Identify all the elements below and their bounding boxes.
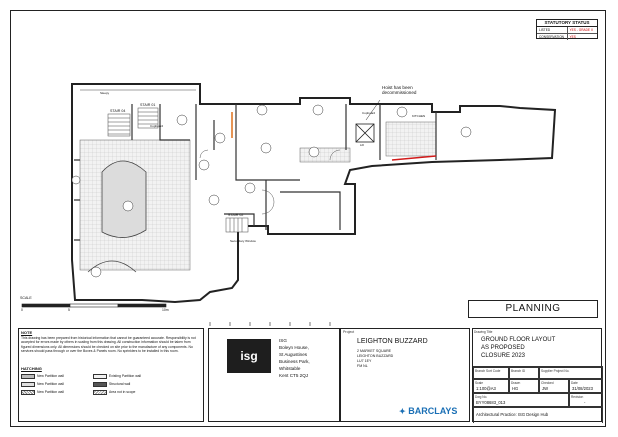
title-block: Drawing Title GROUND FLOOR LAYOUT AS PRO… [472,328,603,423]
planning-stamp: PLANNING [468,300,598,318]
legend-label-0: New Partition wall [37,374,64,378]
legend-swatch-4 [93,382,107,387]
label-stair-02: STAIR 02 [228,213,244,217]
hoist-note: Hoist has been decommissioned [382,85,417,95]
scale-tick-5: 5 [68,308,70,312]
architectural-practice: Architectural Practice: ISG Design Hub [476,412,549,417]
project-name: LEIGHTON BUZZARD [357,338,428,345]
contractor-address-2: St Augustines [279,352,308,357]
branch-id-cell: Branch ID [509,367,539,379]
legend-label-4: Structural wall [109,382,131,386]
eagle-icon: ✦ [399,407,406,416]
statutory-status-box: STATUTORY STATUS LISTED YES - GRADE II C… [536,19,598,40]
label-kitchen: KITCHEN [412,114,426,118]
statutory-row-listed: LISTED YES - GRADE II [537,27,597,34]
barclays-logo-text: BARCLAYS [408,406,458,416]
contractor-box: isg ISG Boleyn House, St Augustines Busi… [208,328,340,422]
project-address-1: 2 MARKET SQUARE [357,349,392,353]
label-lift: Lift [360,143,365,147]
scale-cell: Scale 1:100@A3 [473,379,509,393]
label-stair-04: STAIR 04 [110,109,126,113]
legend-swatch-5 [93,390,107,395]
contractor-address-3: Business Park, [279,359,310,364]
hatch-area-strip [299,147,351,163]
architectural-practice-cell: Architectural Practice: ISG Design Hub [473,407,603,423]
internal-walls [74,104,437,241]
revision-cell: Revision - [569,393,603,407]
legend-label-2: New Partition wall [37,390,64,394]
frame-ticks [209,322,331,326]
scale-bar-graphic [21,303,167,308]
scale-tick-0: 0 [21,308,23,312]
drawn-cell: Drawn HG [509,379,539,393]
legend-label-1: New Partition wall [37,382,64,386]
notes-title: NOTE [21,330,33,335]
checked-cell: Checked JW [539,379,569,393]
drawing-title-cell: Drawing Title GROUND FLOOR LAYOUT AS PRO… [473,329,603,367]
notes-box: NOTE This drawing has been prepared from… [18,328,204,422]
drawing-title-line-1: GROUND FLOOR LAYOUT [481,337,556,343]
dwg-no-cell: Dwg No. BYY08683_013 [473,393,569,407]
isg-logo: isg [227,339,271,373]
statutory-row-conservation: CONSERVATION YES [537,34,597,40]
date-cell: Date 31/08/2023 [569,379,603,393]
lift [355,123,375,143]
label-secondary-window: Secondary Window [230,239,256,243]
project-address-2: LEIGHTON BUZZARD [357,354,394,358]
statutory-status-title: STATUTORY STATUS [537,20,597,27]
contractor-name: ISG [279,338,287,343]
label-stair-01: STAIR 01 [140,103,156,107]
hatching-title: HATCHING [21,366,42,371]
drawing-frame [10,10,606,427]
legend-swatch-2 [21,390,35,395]
legend-swatch-3 [93,374,107,379]
legend-label-3: Existing Partition wall [109,374,142,378]
stair-04 [107,113,131,137]
legend-swatch-0 [21,374,35,379]
label-cupboard-1: Cupboard [150,124,164,128]
branch-sort-code-cell: Branch Sort Code [473,367,509,379]
room-tags [71,104,472,278]
drawing-title-line-2: AS PROPOSED [481,345,525,351]
legend-label-5: Area not in scope [109,390,136,394]
project-address-4: FM NL [357,364,368,368]
label-sleepy: Sleepy [100,91,110,95]
stair-02 [225,217,249,233]
project-address-3: LU7 1EY [357,359,372,363]
drawing-title-line-3: CLOSURE 2023 [481,353,526,359]
label-cupboard-2: Cupboard [362,111,376,115]
contractor-address-1: Boleyn House, [279,345,309,350]
door-swings [199,149,341,215]
project-box: Project LEIGHTON BUZZARD 2 MARKET SQUARE… [340,328,470,422]
legend-swatch-1 [21,382,35,387]
contractor-address-5: Kent CT5 2QJ [279,373,309,378]
project-label: Project [343,330,355,334]
hatch-area-kitchen [385,121,437,157]
stair-01 [137,107,159,129]
contractor-address-4: Whitstable [279,366,301,371]
supplier-project-no-cell: Supplier Project No. [539,367,603,379]
notes-text: This drawing has been prepared from hist… [21,336,196,353]
hoist-leader [365,99,381,121]
scale-bar-label: SCALE [20,296,32,300]
barclays-logo: ✦ BARCLAYS [399,407,457,416]
drawing-title-label: Drawing Title [474,330,493,334]
curved-counter [101,160,147,238]
outer-walls [71,83,557,304]
red-new-wall [391,155,437,161]
scale-tick-10: 10m [162,308,169,312]
